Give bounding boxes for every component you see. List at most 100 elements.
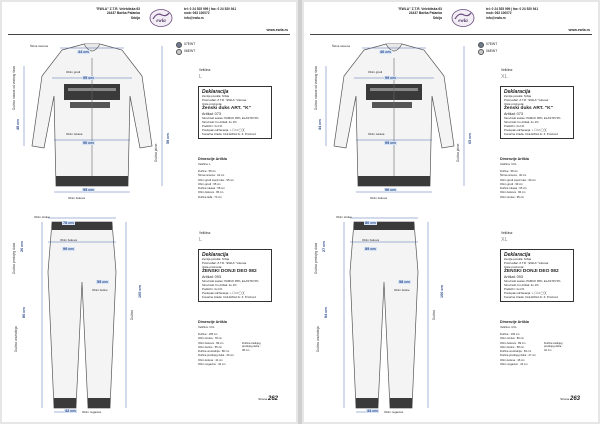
color-swatch-icon bbox=[176, 48, 182, 55]
svg-text:ewla: ewla bbox=[458, 19, 468, 24]
company-line: Srbija bbox=[130, 15, 140, 20]
declaration-line: Podložni: 4u 1% bbox=[504, 286, 525, 291]
measure-pants-length: 106 cm bbox=[440, 285, 444, 298]
jacket-declaration: Deklaracija Zemlja porekla: Srbija Proiz… bbox=[198, 86, 272, 140]
dimensions-subtitle: Veličina: L bbox=[198, 162, 211, 166]
dimension-item: Obim butine : 55 cm bbox=[198, 345, 223, 349]
declaration-line: Proizvođač: Z.T.R. "EWLA" Vukovar bbox=[504, 97, 549, 102]
dimension-item: Dužina : 58 cm bbox=[500, 170, 518, 173]
dimension-item: Obim grudi ispod ruku : 99 cm bbox=[500, 178, 536, 182]
dimension-item: Dužina : 58 cm bbox=[198, 170, 216, 173]
product-name: ŽENSKI DONJI DEO 082 bbox=[504, 269, 559, 275]
dimension-item: Obim grudi ispod ruku : 95 cm bbox=[198, 178, 234, 182]
declaration-line: Proizvođač: Z.T.R. "EWLA" Vukovar bbox=[504, 260, 549, 265]
company-contact: tel: 0 24 525 999 | fax: 0 24 520 941 mo… bbox=[184, 7, 264, 20]
measure-pants-hips: 99 cm bbox=[62, 247, 75, 251]
label-thigh: Obim butine bbox=[394, 288, 410, 292]
measure-hips: 96 cm bbox=[384, 188, 397, 192]
declaration-line: Vrsta proizvoda: bbox=[504, 101, 525, 106]
declaration-title: Deklaracija bbox=[504, 89, 531, 95]
color-code: 07EWT bbox=[184, 42, 196, 46]
page-label: Strana bbox=[258, 397, 268, 401]
color-swatch-icon bbox=[478, 41, 484, 48]
color-code-row[interactable]: 06EWT bbox=[478, 48, 497, 55]
size-label: Veličina: bbox=[199, 68, 211, 72]
label-front-rise: Dužina prednjeg duba bbox=[12, 242, 16, 274]
care-symbols-line: Postupak održavanja: ⌁ ☐ ⊡ ◯ ╳ bbox=[202, 290, 245, 295]
declaration-line: Sirovinski: Fo Artikal: 4u 1% bbox=[504, 283, 539, 288]
measure-thigh: 55 cm bbox=[96, 280, 109, 284]
declaration-line: Konačna izrada: CLE EWLA br. Z. Proizvod bbox=[202, 131, 256, 136]
jacket-dimensions-list: Dužina : 58 cm Širina ramena : 46 cm Obi… bbox=[500, 170, 536, 200]
article-number: Artikal: 093 bbox=[202, 275, 221, 280]
declaration-line: Konačna izrada: CLE EWLA br. Z. Proizvod bbox=[202, 294, 256, 299]
care-symbols-line: Postupak održavanja: ⌁ ☐ ⊡ ◯ ╳ bbox=[504, 290, 547, 295]
label-front-rise: Dužina prednjeg duba bbox=[314, 242, 318, 274]
label-obim-rukava: Obim rukava bbox=[66, 132, 83, 136]
measure-waist: 90 cm bbox=[82, 141, 95, 145]
dimension-item: Obim grudi : 99 cm bbox=[500, 182, 523, 186]
measure-chest: 99 cm bbox=[384, 76, 397, 80]
color-codes: 07EWT 06EWT bbox=[176, 41, 195, 55]
dimensions-subtitle: Veličina: CCL bbox=[500, 325, 517, 329]
company-line: Srbija bbox=[432, 15, 442, 20]
size-value: XL bbox=[501, 237, 508, 243]
note-line: Dužina zadnjeg bbox=[544, 342, 563, 345]
page-number-value: 262 bbox=[267, 396, 278, 402]
declaration-line: Konačna izrada: CLE EWLA br. Z. Proizvod bbox=[504, 131, 558, 136]
label-pants-waist: Obim struka bbox=[34, 215, 50, 219]
size-value: L bbox=[199, 237, 202, 243]
pants-dimensions-list: Dužina : 106 cm Obim struka : 80 cm Obim… bbox=[500, 333, 536, 367]
contact-line: mob: 063 100072 bbox=[184, 11, 210, 16]
label-pants-length: Dužina bbox=[432, 310, 436, 320]
company-line: "EWLA" Z.T.R. Velebitska 63 bbox=[95, 7, 140, 11]
dimension-item: Obim nogavice : 44 cm bbox=[500, 363, 528, 367]
dimensions-title: Dimenzije Artikla bbox=[500, 157, 529, 161]
measure-thigh: 58 cm bbox=[398, 280, 411, 284]
measure-pants-waist: 80 cm bbox=[364, 221, 377, 225]
declaration-line: Sirovinski sastav: PAMUK 95%, ELASTIN 5% bbox=[504, 279, 561, 284]
dimension-item: Obim kolena : 44 cm bbox=[198, 358, 223, 362]
contact-line: info@ewla.rs bbox=[486, 15, 506, 20]
dimension-item: Obim struka : 80 cm bbox=[500, 337, 525, 341]
label-obim-rukava: Obim rukava bbox=[368, 132, 385, 136]
label-hem: Obim nogavice bbox=[82, 410, 102, 414]
color-code-row[interactable]: 07EWT bbox=[478, 41, 497, 48]
contact-line: tel: 0 24 525 999 | fax: 0 24 520 941 bbox=[486, 7, 539, 11]
declaration-line: Podložni: 4u 1% bbox=[202, 286, 223, 291]
declaration-line: Vrsta proizvoda: bbox=[504, 264, 525, 269]
measure-front-rise: 27 cm bbox=[322, 241, 326, 252]
rise-note: Dužina zadnjeg prednjeg duba : 38 cm bbox=[242, 342, 261, 352]
website-link[interactable]: www.ewla.rs bbox=[266, 28, 288, 32]
ewla-logo-icon: ewla bbox=[451, 9, 475, 27]
dimension-item: Dužina prednjeg duba : 26 cm bbox=[198, 354, 234, 358]
dimension-item: Obim butine : 58 cm bbox=[500, 345, 525, 349]
declaration-line: Sirovinski: Fo Artikal: 4u 1% bbox=[504, 120, 539, 125]
svg-text:ewla: ewla bbox=[156, 19, 166, 24]
measure-pants-length: 105 cm bbox=[138, 285, 142, 298]
page-header: "EWLA" Z.T.R. Velebitska 63 24437 Bačka … bbox=[310, 5, 592, 35]
dimensions-title: Dimenzije Artikla bbox=[500, 320, 529, 324]
dimension-item: Obim nogavice : 42 cm bbox=[198, 363, 226, 367]
declaration-line: Sirovinski: Fo Artikal: 4u 1% bbox=[202, 120, 237, 125]
color-code-row[interactable]: 07EWT bbox=[176, 41, 195, 48]
note-line: 42 cm bbox=[544, 348, 552, 352]
measure-pants-waist: 78 cm bbox=[62, 221, 75, 225]
page-number-value: 263 bbox=[569, 396, 580, 402]
declaration-line: Proizvođač: Z.T.R. "EWLA" Vukovar bbox=[202, 260, 247, 265]
dimension-item: Dužina unutrašnja : 84 cm bbox=[500, 350, 532, 354]
color-swatch-icon bbox=[478, 48, 484, 55]
measure-chest: 95 cm bbox=[82, 76, 95, 80]
declaration-line: Sirovinski sastav: PAMUK 95%, ELASTIN 5% bbox=[504, 116, 561, 121]
dimension-item: Širina ramena : 44 cm bbox=[198, 174, 225, 178]
measure-front-rise: 26 cm bbox=[20, 241, 24, 252]
color-code-row[interactable]: 06EWT bbox=[176, 48, 195, 55]
label-sirina-ramena: Širina ramena bbox=[30, 44, 48, 48]
declaration-line: Zemlja porekla: Srbija bbox=[504, 94, 532, 98]
declaration-line: Konačna izrada: CLE EWLA br. Z. Proizvod bbox=[504, 294, 558, 299]
catalog-page-right: "EWLA" Z.T.R. Velebitska 63 24437 Bačka … bbox=[304, 2, 598, 422]
website-link[interactable]: www.ewla.rs bbox=[568, 28, 590, 32]
dimension-item: Dužina unutrašnja : 80 cm bbox=[198, 350, 230, 354]
color-codes: 07EWT 06EWT bbox=[478, 41, 497, 55]
